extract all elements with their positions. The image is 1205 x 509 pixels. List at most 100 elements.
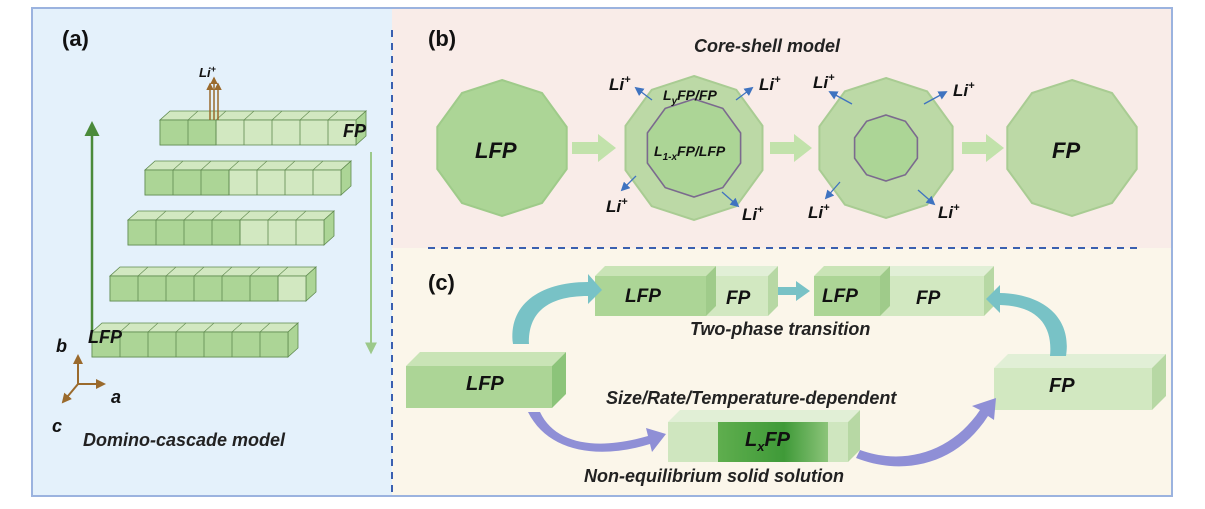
lfp-segment-side — [880, 266, 890, 316]
slab-top-face — [126, 210, 336, 221]
cell-divider — [147, 322, 159, 333]
bar2-lfp-label: LFP — [822, 286, 858, 307]
lfp-segment-side — [706, 266, 716, 316]
two-phase-caption: Two-phase transition — [690, 319, 870, 339]
process-arrow — [962, 134, 1004, 162]
core-shell-particles — [436, 74, 1138, 222]
lfp-core — [646, 98, 742, 198]
li-arrow — [721, 191, 740, 208]
panel-b-label: (b) — [428, 26, 456, 51]
li-ion-label: Li+ — [759, 74, 781, 94]
cell-divider — [271, 110, 283, 121]
slab-top-face — [90, 322, 300, 333]
slab-top-face — [143, 160, 353, 171]
li-ion-label: Li+ — [606, 196, 628, 216]
curved-arrow — [512, 274, 602, 344]
bar1-fp-label: FP — [726, 288, 751, 309]
lfp-segment — [595, 266, 716, 316]
cell-divider — [193, 266, 205, 277]
fp-block-top — [994, 354, 1166, 368]
cell-divider — [228, 160, 240, 171]
li-arrow — [735, 86, 754, 101]
li-arrow — [923, 91, 948, 105]
li-ion-label: Li+ — [609, 74, 631, 94]
cell-divider — [211, 210, 223, 221]
bar1-lfp-label: LFP — [625, 286, 661, 307]
bar2-fp-label: FP — [916, 288, 941, 309]
stage1-label: LFP — [475, 138, 517, 163]
fp-segment — [880, 266, 994, 316]
right-block-label: FP — [1049, 375, 1075, 397]
li-arrow — [634, 86, 653, 101]
cell-divider — [299, 110, 311, 121]
cell-divider — [284, 160, 296, 171]
panel-a-caption: Domino-cascade model — [83, 430, 286, 450]
panel-b-title: Core-shell model — [694, 36, 841, 56]
li-ion-label: Li+ — [199, 64, 217, 80]
lfp-block-front — [406, 366, 552, 408]
lx-fp-label: LxFP — [745, 429, 791, 454]
li-arrow — [917, 189, 936, 206]
lfp-segment-front — [595, 276, 706, 316]
li-arrow — [620, 175, 637, 192]
shell-phase-label: LyFP/FP — [663, 87, 717, 107]
curved-arrow — [856, 398, 996, 467]
li-ion-label: Li+ — [953, 80, 975, 100]
axis-c-label: c — [52, 416, 62, 436]
li-ion-label: Li+ — [808, 202, 830, 222]
cell-divider — [277, 266, 289, 277]
fp-segment-front — [880, 276, 984, 316]
crystal-stack — [90, 110, 368, 358]
cell-divider — [231, 322, 243, 333]
cell-divider — [203, 322, 215, 333]
cell-divider — [119, 322, 131, 333]
figure-frame — [31, 7, 1173, 497]
solid-solution-bar-top — [668, 410, 860, 422]
slab-front-lithiated — [144, 169, 230, 196]
lfp-core — [853, 114, 919, 182]
cell-divider — [183, 210, 195, 221]
fp-block-side — [1152, 354, 1166, 410]
cell-divider — [221, 266, 233, 277]
left-block-label: LFP — [466, 373, 504, 395]
stage4-label: FP — [1052, 138, 1080, 163]
lfp-block — [406, 352, 566, 408]
process-arrow — [770, 134, 812, 162]
phase-blocks — [406, 266, 1166, 462]
axis-a-label: a — [111, 387, 121, 407]
axis-b-label: b — [56, 336, 67, 356]
fp-segment-top — [706, 266, 778, 276]
axis-c — [61, 383, 79, 404]
cell-divider — [243, 110, 255, 121]
cell-divider — [267, 210, 279, 221]
fp-block-front — [994, 368, 1152, 410]
lfp-particle — [436, 78, 568, 218]
cell-divider — [312, 160, 324, 171]
cell-divider — [259, 322, 271, 333]
li-arrow — [828, 91, 853, 105]
lfp-segment-front — [814, 276, 880, 316]
cell-divider — [187, 110, 199, 121]
curved-arrow — [986, 285, 1067, 356]
slab-top-face — [108, 266, 318, 277]
core-phase-label: L1-xFP/LFP — [654, 143, 726, 163]
process-arrow — [572, 134, 616, 162]
cell-divider — [256, 160, 268, 171]
li-ion-label: Li+ — [742, 204, 764, 224]
cell-divider — [249, 266, 261, 277]
transition-arrow — [778, 281, 810, 301]
fp-label: FP — [343, 121, 367, 141]
fp-segment-front — [706, 276, 768, 316]
cell-divider — [137, 266, 149, 277]
panel-a-background — [32, 8, 392, 496]
cell-divider — [239, 210, 251, 221]
li-ion-label: Li+ — [813, 72, 835, 92]
cell-divider — [165, 266, 177, 277]
slab-top-face — [158, 110, 368, 121]
fp-segment-top — [880, 266, 994, 276]
cell-divider — [295, 210, 307, 221]
fp-block — [994, 354, 1166, 410]
cell-divider — [327, 110, 339, 121]
lfp-segment-top — [814, 266, 890, 276]
